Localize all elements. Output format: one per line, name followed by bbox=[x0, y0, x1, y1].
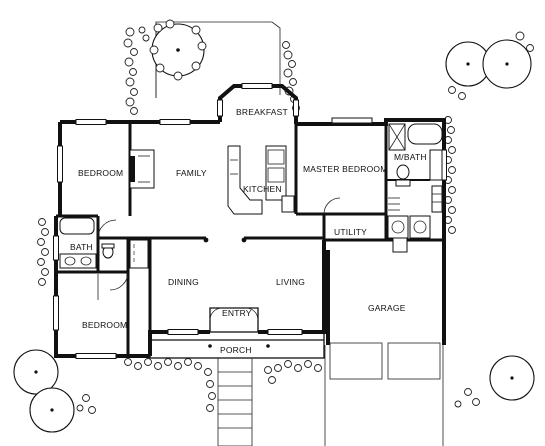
room-label-utility: UTILITY bbox=[334, 227, 367, 237]
tree-top-left bbox=[149, 19, 207, 81]
room-label-kitchen: KITCHEN bbox=[243, 184, 282, 194]
shrubs-front bbox=[76, 358, 480, 414]
tree-top-right-b bbox=[448, 31, 534, 100]
tree-bottom-right bbox=[489, 355, 535, 401]
room-label-dining: DINING bbox=[168, 277, 199, 287]
bath-fixtures bbox=[59, 217, 115, 269]
room-label-family: FAMILY bbox=[176, 168, 207, 178]
room-label-entry: ENTRY bbox=[222, 308, 252, 318]
windows bbox=[53, 83, 447, 359]
mbath-fixtures bbox=[388, 123, 443, 213]
room-label-living: LIVING bbox=[276, 277, 305, 287]
fireplace bbox=[129, 149, 155, 189]
closets bbox=[97, 239, 149, 300]
driveway bbox=[324, 342, 444, 446]
kitchen-counters bbox=[227, 145, 295, 215]
room-label-master-bedroom: MASTER BEDROOM bbox=[303, 164, 388, 174]
door-swings bbox=[97, 197, 341, 321]
tree-bottom-left-b bbox=[29, 387, 75, 433]
room-label-bedroom-top: BEDROOM bbox=[78, 168, 123, 178]
room-label-master-bath: M/BATH bbox=[394, 152, 427, 162]
shrubs-left bbox=[37, 218, 49, 286]
shrubs-top-left bbox=[123, 26, 150, 115]
shrubs-right bbox=[444, 116, 456, 234]
room-label-breakfast: BREAKFAST bbox=[236, 107, 288, 117]
room-label-garage: GARAGE bbox=[368, 303, 406, 313]
columns bbox=[203, 237, 270, 348]
room-label-bath: BATH bbox=[70, 242, 93, 252]
room-label-bedroom-bottom: BEDROOM bbox=[82, 320, 127, 330]
tree-bottom-left-a bbox=[13, 349, 59, 395]
utility-fixtures bbox=[387, 197, 431, 253]
room-label-porch: PORCH bbox=[220, 345, 252, 355]
front-steps bbox=[217, 357, 253, 446]
